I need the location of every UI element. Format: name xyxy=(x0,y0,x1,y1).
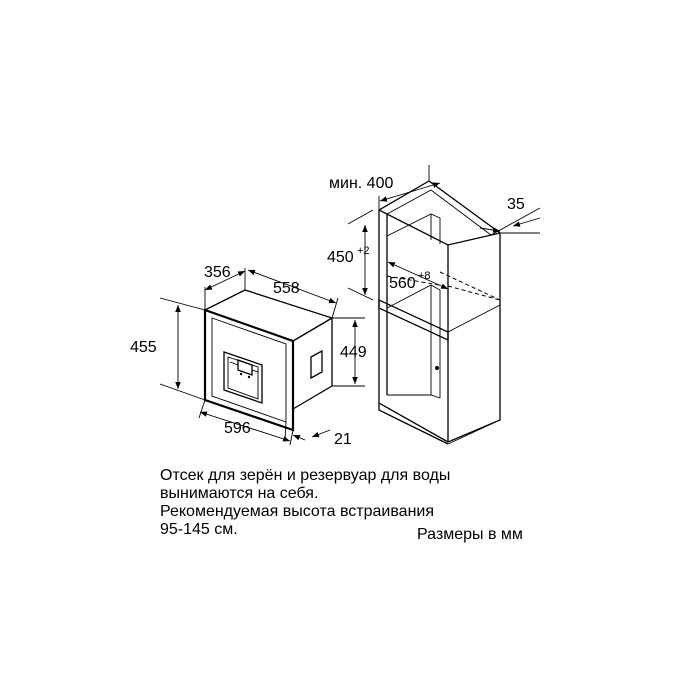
dim-niche-width: 560 xyxy=(389,275,416,292)
note-line-4: 95-145 см. xyxy=(160,521,238,538)
dim-niche-width-tolerance: +8 xyxy=(418,270,431,282)
dim-niche-height-tolerance: +2 xyxy=(357,245,370,257)
dim-min-depth: мин. 400 xyxy=(329,175,393,192)
dim-depth: 356 xyxy=(204,264,231,281)
dim-width: 596 xyxy=(224,420,251,437)
note-line-2: вынимаются на себя. xyxy=(160,485,319,502)
units-note: Размеры в мм xyxy=(417,526,523,543)
appliance-drawing xyxy=(203,289,334,432)
installation-notes: Отсек для зерён и резервуар для воды вын… xyxy=(160,467,540,539)
cabinet-drawing xyxy=(378,180,501,445)
dim-width-top: 558 xyxy=(273,280,300,297)
dim-niche-height: 450 xyxy=(327,249,354,266)
note-line-3: Рекомендуемая высота встраивания xyxy=(160,503,434,520)
note-line-1: Отсек для зерён и резервуар для воды xyxy=(160,467,451,484)
dim-front-offset: 35 xyxy=(507,196,525,213)
dim-inner-height: 449 xyxy=(340,344,367,361)
dim-panel: 21 xyxy=(334,431,352,448)
dimension-lines xyxy=(159,165,541,446)
dim-height: 455 xyxy=(130,339,157,356)
